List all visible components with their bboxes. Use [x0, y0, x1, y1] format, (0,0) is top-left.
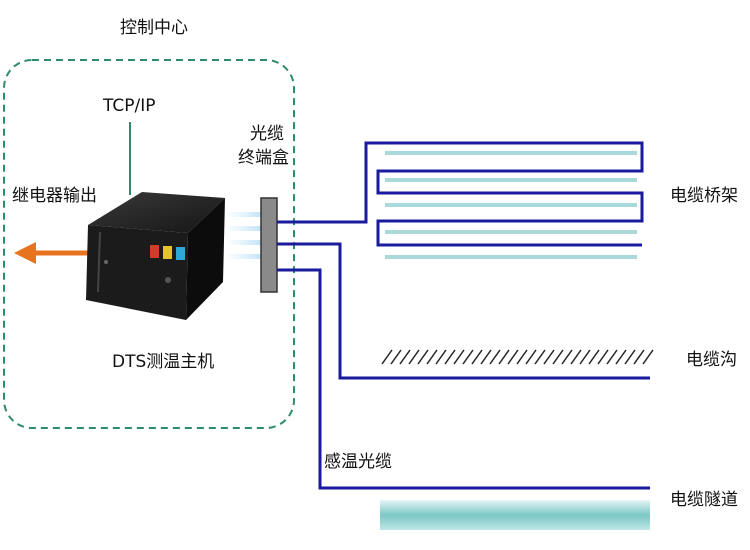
relay-output-label: 继电器输出 — [12, 186, 97, 206]
trench-hatch-mark — [471, 349, 483, 365]
cable-trench-hatch — [381, 349, 654, 365]
route-label-cable-tray: 电缆桥架 — [670, 186, 738, 206]
trench-hatch-mark — [570, 349, 582, 365]
fiber-to-trench — [277, 242, 650, 380]
host-led-blue — [176, 247, 185, 260]
tcp-ip-label: TCP/IP — [103, 96, 156, 116]
relay-output-arrow — [14, 242, 90, 264]
cable-tray-bars — [385, 151, 637, 259]
trench-hatch-mark — [588, 349, 600, 365]
trench-hatch-mark — [408, 349, 420, 365]
trench-hatch-mark — [597, 349, 609, 365]
terminal-box-label-line1: 光缆 — [250, 124, 284, 144]
trench-hatch-mark — [426, 349, 438, 365]
trench-hatch-mark — [516, 349, 528, 365]
trench-hatch-mark — [417, 349, 429, 365]
trench-hatch-mark — [453, 349, 465, 365]
trench-hatch-mark — [642, 349, 654, 365]
trench-hatch-mark — [561, 349, 573, 365]
trench-hatch-mark — [498, 349, 510, 365]
trench-hatch-mark — [507, 349, 519, 365]
trench-hatch-mark — [462, 349, 474, 365]
trench-hatch-mark — [552, 349, 564, 365]
trench-hatch-mark — [480, 349, 492, 365]
trench-hatch-mark — [624, 349, 636, 365]
trench-hatch-mark — [444, 349, 456, 365]
dts-host-unit — [86, 192, 225, 320]
trench-hatch-mark — [489, 349, 501, 365]
trench-hatch-mark — [579, 349, 591, 365]
cable-tunnel-bar — [380, 500, 650, 530]
trench-hatch-mark — [399, 349, 411, 365]
host-led-yellow — [163, 246, 172, 259]
sensing-cable-label: 感温光缆 — [324, 452, 392, 472]
trench-hatch-mark — [606, 349, 618, 365]
terminal-box-label-line2: 终端盒 — [238, 148, 289, 168]
fiber-to-tunnel — [277, 268, 650, 490]
trench-hatch-mark — [381, 349, 393, 365]
host-to-box-fibers — [228, 212, 262, 259]
dts-host-label: DTS测温主机 — [112, 352, 215, 372]
host-led-red — [150, 245, 159, 258]
control-center-title: 控制中心 — [120, 18, 188, 38]
trench-hatch-mark — [390, 349, 402, 365]
trench-hatch-mark — [435, 349, 447, 365]
fiber-to-tray — [277, 141, 644, 247]
route-label-cable-trench: 电缆沟 — [686, 350, 737, 370]
trench-hatch-mark — [615, 349, 627, 365]
trench-hatch-mark — [525, 349, 537, 365]
trench-hatch-mark — [633, 349, 645, 365]
terminal-box — [260, 197, 278, 293]
trench-hatch-mark — [534, 349, 546, 365]
trench-hatch-mark — [543, 349, 555, 365]
route-label-cable-tunnel: 电缆隧道 — [670, 490, 738, 510]
fiber-routes — [277, 141, 650, 490]
